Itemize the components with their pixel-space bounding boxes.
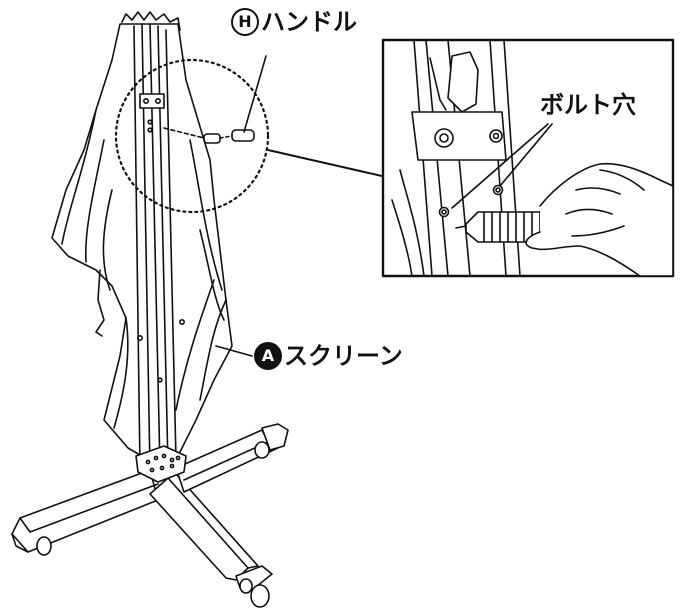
- focus-circle: [114, 58, 270, 214]
- handle-label-text: ハンドル: [261, 8, 357, 36]
- bolt-hole-label-text: ボルト穴: [540, 91, 636, 119]
- handle-marker-circle: H: [231, 8, 259, 36]
- screen-leader-line: [215, 345, 253, 357]
- base-legs: [11, 423, 289, 608]
- handle-parts: [163, 127, 255, 144]
- screen-marker-circle: A: [254, 342, 282, 370]
- detail-inset: [381, 38, 675, 278]
- bolt-leader-right: [499, 123, 553, 187]
- handle-leader-line: [243, 55, 267, 133]
- detail-connector-line: [267, 149, 383, 177]
- rolled-screen: [51, 11, 233, 483]
- bolt-hole-label: ボルト穴: [540, 92, 636, 117]
- bolt-leader-left: [451, 123, 549, 209]
- screen-label-text: スクリーン: [284, 342, 403, 370]
